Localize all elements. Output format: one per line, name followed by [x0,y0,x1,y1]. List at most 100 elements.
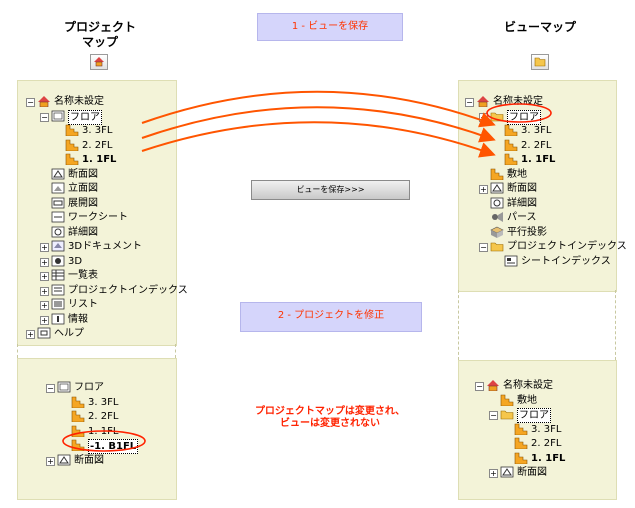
info-icon [51,313,65,324]
project-index-icon [51,284,65,295]
section-icon [51,168,65,179]
collapse-icon[interactable]: − [479,243,488,252]
story-icon [514,452,528,464]
tree-item-label: 2. 2FL [521,139,552,151]
tree-item-label: フロア [517,408,551,423]
arrow-3fl [141,90,496,128]
house-icon [38,96,50,107]
tree-item-label: 1. 1FL [82,154,117,165]
story-icon [71,410,85,422]
tree-item-label: 名称未設定 [54,96,104,107]
expand-icon[interactable]: + [479,185,488,194]
expand-icon[interactable]: + [489,469,498,478]
collapse-icon[interactable]: − [465,98,474,107]
section-icon [57,454,71,465]
change-note: プロジェクトマップは変更され、 ビューは変更されない [254,406,406,429]
collapse-icon[interactable]: − [40,112,49,122]
tree-item-label: 一覧表 [68,270,98,281]
axonometry-icon [490,226,504,238]
tree-item-label: 敷地 [507,168,527,180]
project-map-button[interactable] [90,54,108,70]
tree-item-label: 詳細図 [507,197,537,209]
schedule-icon [51,269,65,281]
tree-item-label: プロジェクトインデックス [68,284,188,296]
tree-item-label: 3. 3FL [88,396,119,408]
tree-item-label: シートインデックス [521,255,611,267]
house-icon [94,57,104,67]
story-icon [504,153,518,165]
arrow-1fl [141,121,496,158]
expand-icon[interactable]: + [40,315,49,325]
view-map-button[interactable] [531,54,549,70]
help-icon [37,327,51,339]
tree-item-label: ワークシート [68,212,128,223]
highlight-new-story [62,430,146,452]
step1-label: 1 - ビューを保存 [257,13,403,41]
tree-item-label: 2. 2FL [531,438,562,449]
tree-item-label: 立面図 [68,183,98,194]
sheet-index-icon [504,255,518,266]
tree-item-label: 2. 2FL [82,139,113,151]
tree-item-label: 詳細図 [68,226,98,238]
tree-item-label: フロア [68,109,102,125]
tree-item-label: 平行投影 [507,226,547,238]
story-icon [65,139,79,151]
view-map-title: ビューマップ [503,20,576,34]
section-icon [490,182,504,194]
expand-icon[interactable]: + [46,456,55,466]
tree-item-label: 3D [68,255,83,267]
arrow-2fl [141,106,496,143]
tree-item-label: 断面図 [517,467,547,478]
tree-item-label: 展開図 [68,197,98,209]
story-icon [514,437,528,449]
project-map-title: プロジェクト マップ [63,20,136,49]
tree-item-label: 3. 3FL [531,423,562,435]
expand-icon[interactable]: + [40,286,49,296]
detail-icon [490,197,504,208]
detail-icon [51,226,65,237]
tree-item-label: 断面図 [507,183,537,194]
tree-item-label: フロア [74,382,104,393]
house-icon [487,380,499,391]
folder-icon [500,410,514,420]
tree-item-label: 名称未設定 [503,380,553,391]
save-view-button[interactable]: ビューを保存>>> [251,180,410,200]
house-icon [477,96,489,107]
tree-item-label: 3Dドキュメント [68,241,143,252]
step2-label: 2 - プロジェクトを修正 [240,302,422,332]
elevation-icon [51,182,65,194]
tree-item-label: プロジェクトインデックス [507,241,627,252]
tree-item-label: 断面図 [74,454,104,466]
collapse-icon[interactable]: − [475,382,484,391]
story-icon [65,124,79,136]
tree-item-label: ヘルプ [54,328,84,339]
expand-icon[interactable]: + [40,257,49,267]
story-icon [65,153,79,165]
story-icon [514,423,528,435]
story-icon [71,396,85,408]
story-icon [500,394,514,406]
expand-icon[interactable]: + [40,301,49,310]
tree-item-label: 2. 2FL [88,411,119,422]
folder-icon [490,242,504,252]
tree-item-label: 断面図 [68,168,98,180]
floor-icon [51,110,65,121]
tree-item-label: リスト [68,299,98,310]
collapse-icon[interactable]: − [26,98,35,107]
expand-icon[interactable]: + [26,330,35,339]
expand-icon[interactable]: + [40,272,49,281]
collapse-icon[interactable]: − [46,384,55,393]
tree-item-label: 情報 [68,313,88,325]
tree-item-label: 敷地 [517,394,537,406]
collapse-icon[interactable]: − [489,411,498,420]
expand-icon[interactable]: + [40,243,49,252]
interior-elevation-icon [51,197,65,208]
tree-item-label: パース [507,212,537,223]
tree-item-label: 3. 3FL [82,125,113,136]
folder-icon [534,57,546,67]
3d-icon [51,255,65,266]
section-icon [500,466,514,478]
